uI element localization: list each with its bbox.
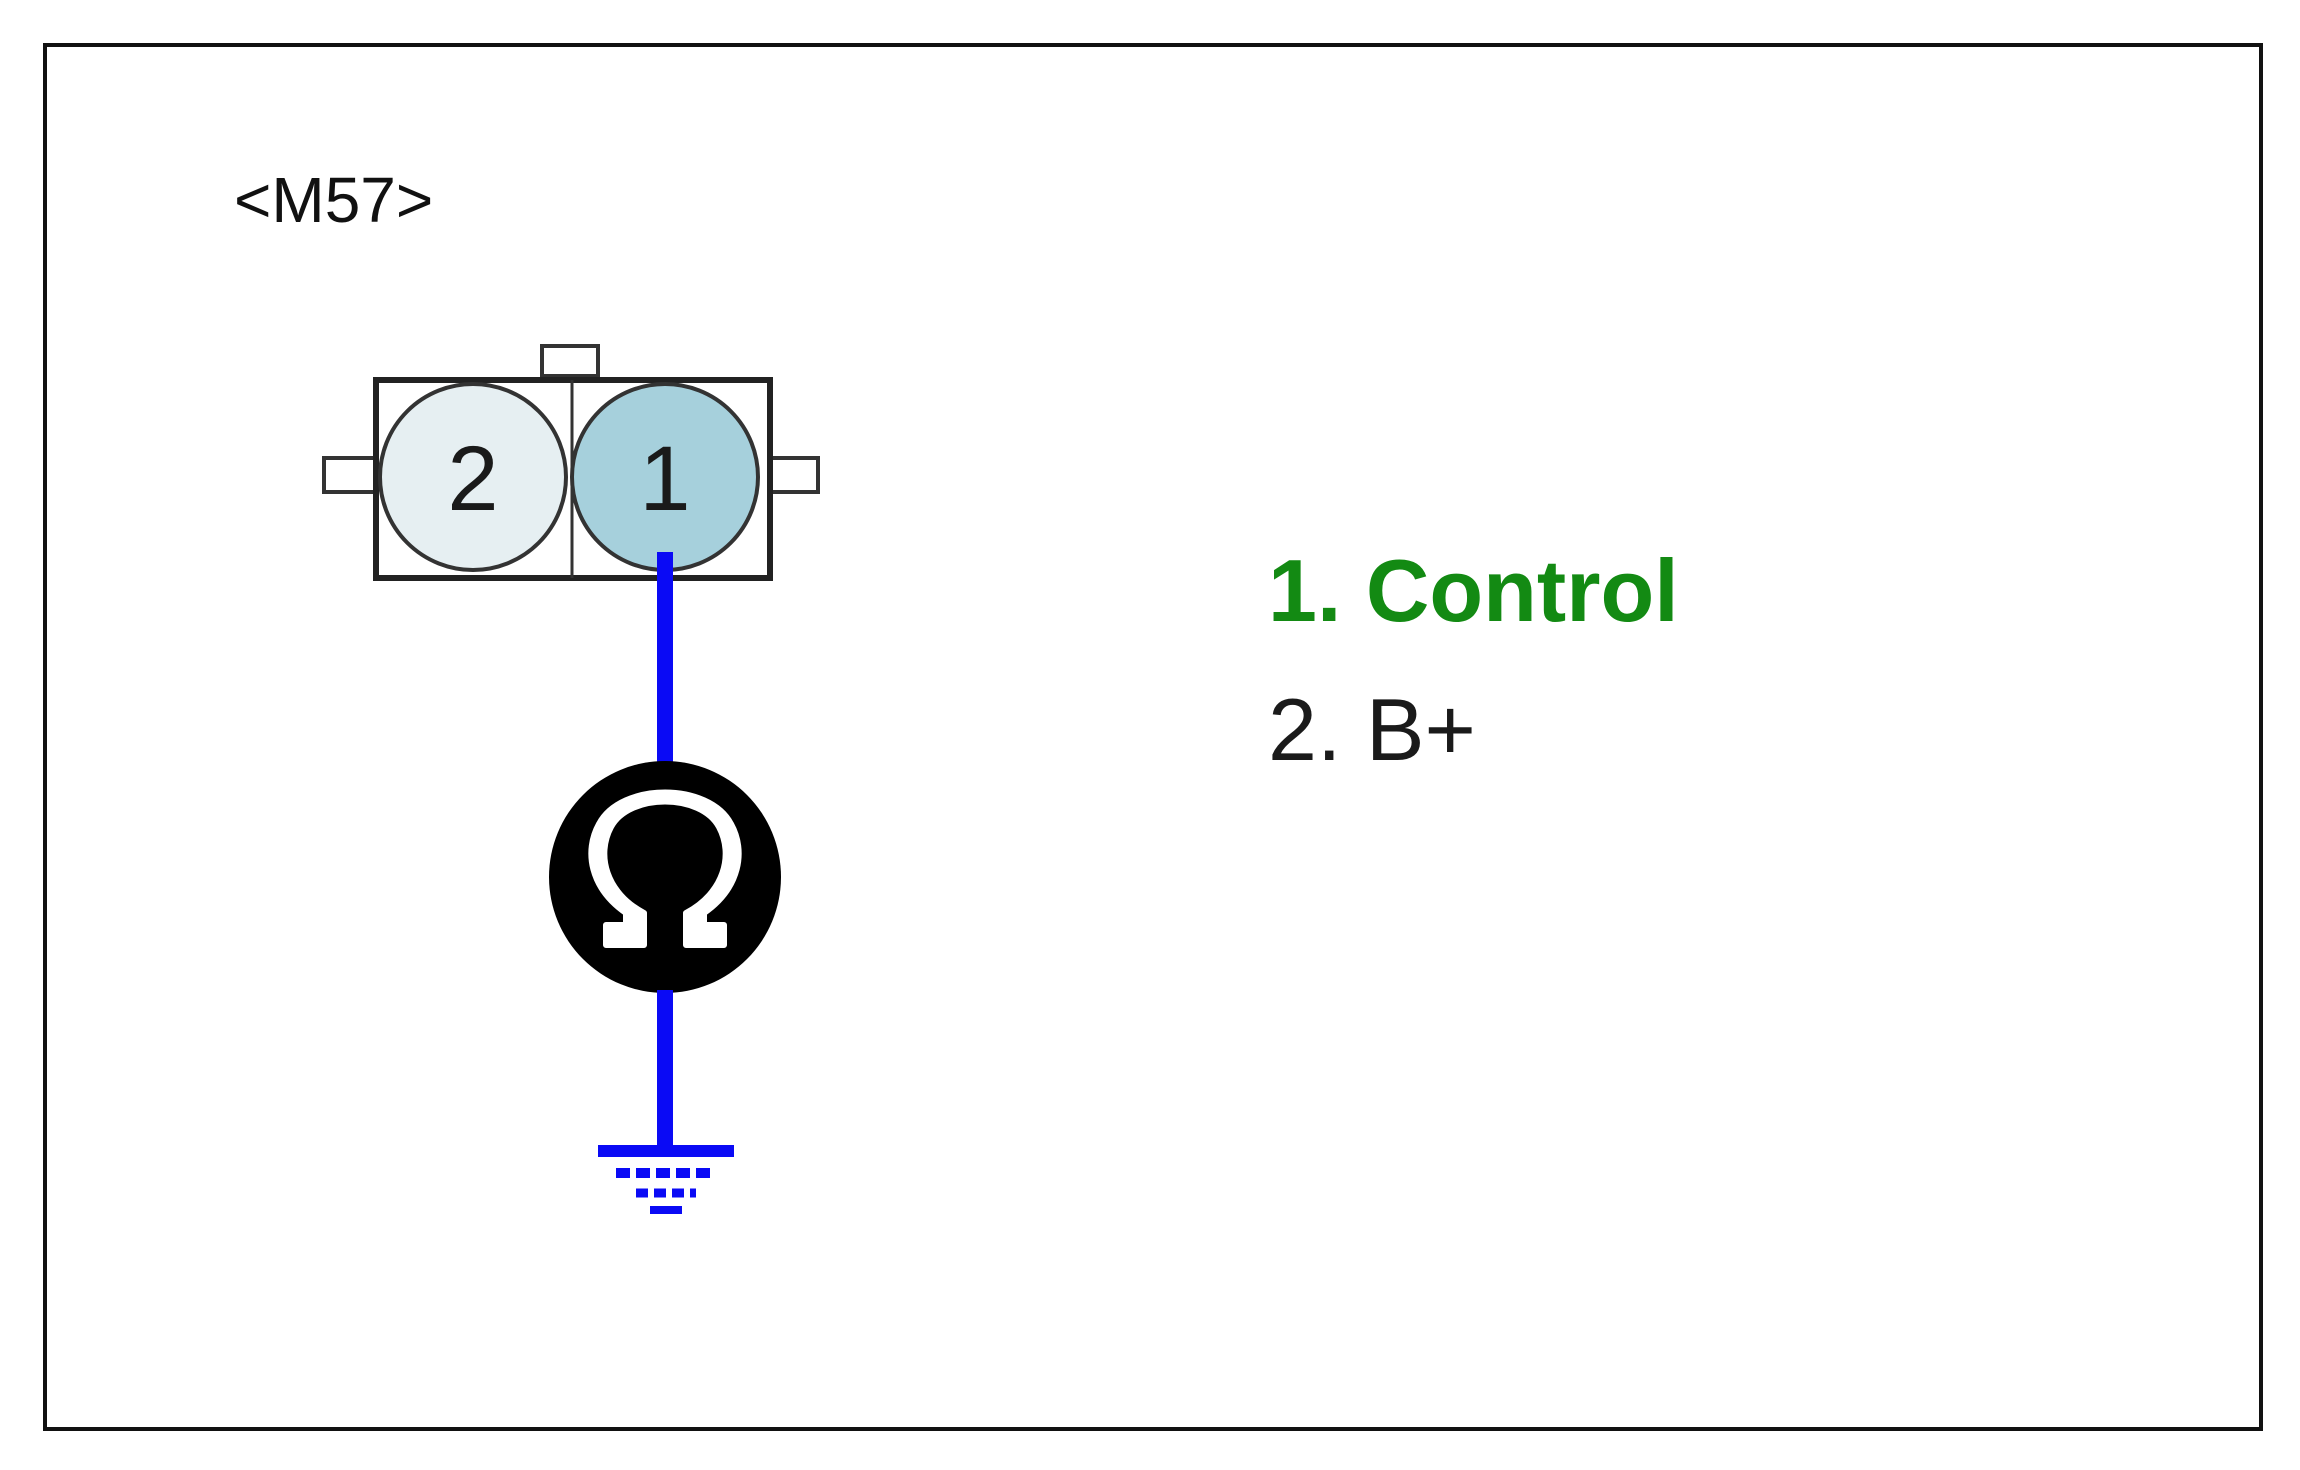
legend-item-control: 1. Control: [1268, 541, 1679, 640]
diagram-frame: [43, 43, 2263, 1431]
pin-2-circle: [378, 382, 568, 572]
ohmmeter-icon: [588, 789, 742, 948]
pin-2-label: 2: [447, 428, 498, 530]
legend-item-b-plus: 2. B+: [1268, 680, 1476, 779]
pin-1-label: 1: [639, 428, 690, 530]
connector-id-label: <M57>: [234, 164, 434, 236]
connector-pin-2: 2: [378, 382, 568, 572]
connector-left-tab: [322, 456, 382, 494]
ground-icon: [598, 1145, 734, 1214]
connector-top-latch: [540, 344, 600, 378]
connector-pin-1: 1: [570, 382, 760, 572]
connector-right-tab: [766, 456, 820, 494]
ohmmeter: [549, 761, 781, 993]
connector-housing: 2 1: [322, 344, 820, 581]
